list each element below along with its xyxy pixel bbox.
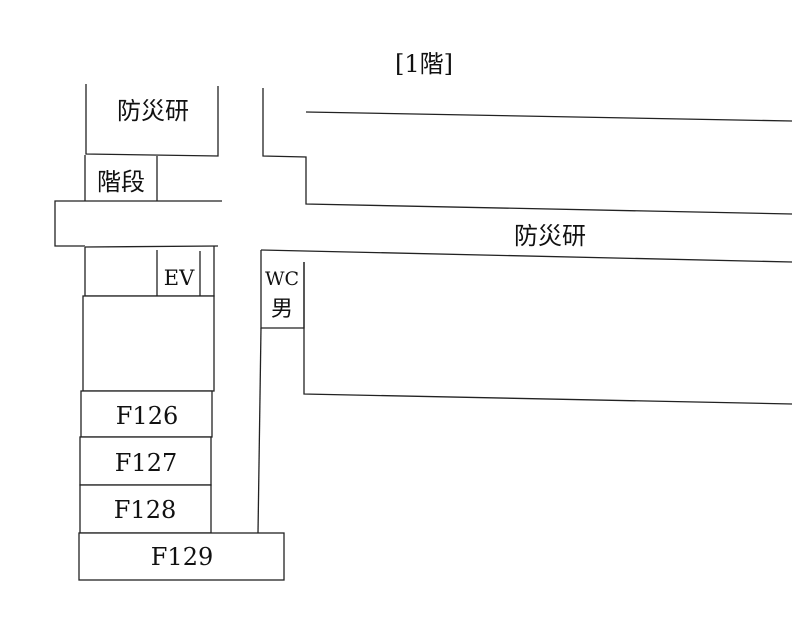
corridor-upper-wall xyxy=(54,200,85,247)
corridor-bottom-edge xyxy=(84,245,219,248)
room-f126 xyxy=(80,390,213,438)
wc-label-line1: WC xyxy=(265,268,299,290)
room-f129-label: F129 xyxy=(151,543,213,571)
room-unlabeled xyxy=(82,295,215,392)
wc-label-line2: 男 xyxy=(271,297,293,322)
room-f127-label: F127 xyxy=(115,449,177,477)
bousai-room-right-upper xyxy=(305,111,792,122)
ev-label: EV xyxy=(164,266,195,290)
floor-title: [1階] xyxy=(395,50,453,78)
stairs-label: 階段 xyxy=(97,168,145,196)
room-f129 xyxy=(78,532,285,581)
corridor-right-upper-wall xyxy=(262,88,792,215)
bousai-room-top-outline xyxy=(85,84,219,157)
room-f126-label: F126 xyxy=(116,402,178,430)
bousai-room-right-lower xyxy=(303,262,792,405)
room-f128 xyxy=(79,484,212,534)
ev-room xyxy=(84,246,215,297)
room-f128-label: F128 xyxy=(114,496,176,524)
vertical-corridor-wall xyxy=(257,327,262,534)
stairs-room xyxy=(84,155,158,201)
corridor-label: 防災研 xyxy=(514,222,586,250)
corridor-right-lower-wall xyxy=(260,249,792,263)
bousai-room-top-label: 防災研 xyxy=(117,97,189,125)
